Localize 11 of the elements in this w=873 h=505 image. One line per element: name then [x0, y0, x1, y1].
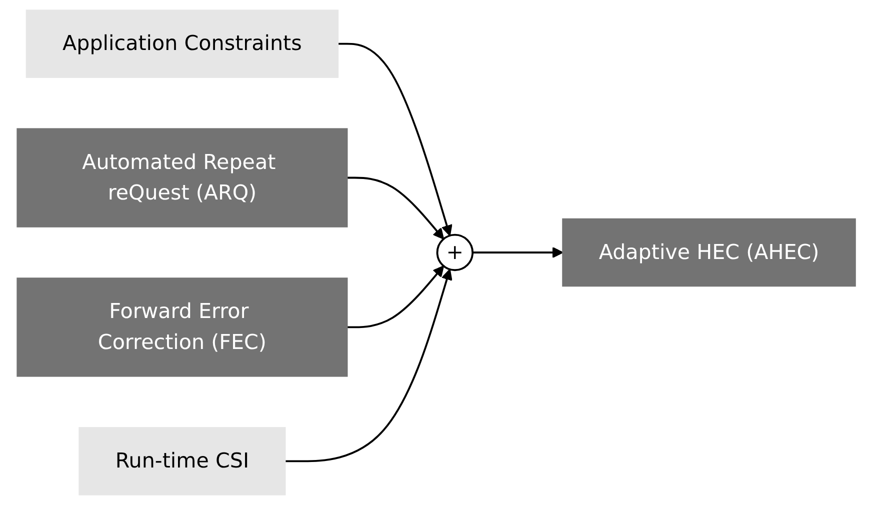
- arrow: [347, 176, 444, 240]
- arrow: [285, 268, 453, 462]
- node-box: Forward Error Correction (FEC): [16, 278, 348, 377]
- arrow: [338, 42, 453, 236]
- node-circle: +: [436, 234, 474, 272]
- arrow: [347, 266, 444, 328]
- arrow: [472, 246, 564, 258]
- node-box: Adaptive HEC (AHEC): [562, 218, 856, 287]
- node-box: Application Constraints: [26, 10, 339, 78]
- node-box: Run-time CSI: [78, 427, 286, 496]
- node-box: Automated Repeat reQuest (ARQ): [16, 128, 348, 228]
